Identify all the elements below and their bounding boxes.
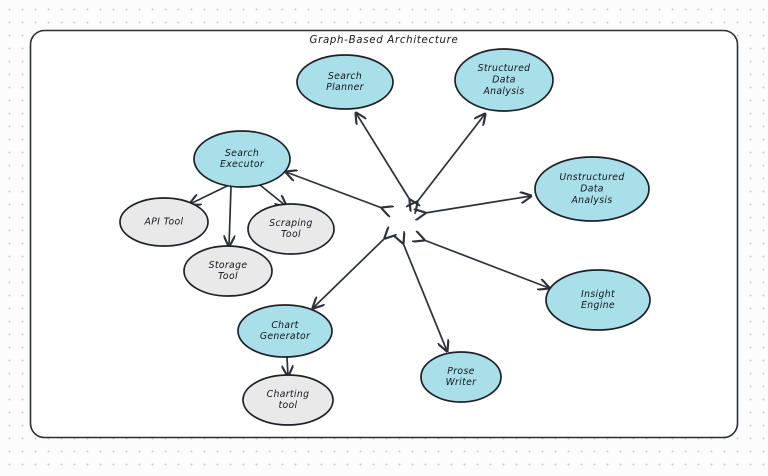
node-shape-prose-writer[interactable] bbox=[420, 351, 502, 403]
node-label-structured-data-analysis: Analysis bbox=[482, 86, 524, 97]
edges-layer bbox=[190, 113, 549, 376]
edge-hub-to-search-executor bbox=[286, 172, 382, 208]
node-shape-insight-engine[interactable] bbox=[545, 269, 651, 331]
node-label-chart-generator: Generator bbox=[260, 331, 311, 342]
node-label-charting-tool: Charting bbox=[267, 389, 310, 400]
node-label-insight-engine: Engine bbox=[581, 300, 615, 311]
edge-hub-to-chart-generator bbox=[313, 238, 385, 308]
node-label-scraping-tool: Tool bbox=[281, 229, 301, 240]
node-shape-search-planner[interactable] bbox=[296, 54, 394, 110]
node-label-structured-data-analysis: Structured bbox=[478, 63, 531, 74]
edge-hub-to-unstructured-data-analysis bbox=[425, 196, 531, 213]
node-label-insight-engine: Insight bbox=[581, 289, 615, 300]
edge-search-executor-to-api-tool bbox=[190, 185, 228, 204]
node-label-storage-tool: Storage bbox=[209, 260, 248, 271]
node-label-search-planner: Planner bbox=[326, 82, 364, 93]
node-shape-chart-generator[interactable] bbox=[237, 304, 333, 358]
node-shape-unstructured-data-analysis[interactable] bbox=[534, 156, 650, 222]
edge-chart-generator-to-charting-tool bbox=[287, 356, 288, 376]
node-label-unstructured-data-analysis: Unstructured bbox=[559, 172, 624, 183]
edge-hub-to-search-planner bbox=[356, 113, 410, 200]
edge-search-executor-to-scraping-tool bbox=[259, 184, 286, 206]
node-label-charting-tool: tool bbox=[278, 400, 297, 411]
node-label-search-planner: Search bbox=[328, 71, 362, 82]
node-shape-structured-data-analysis[interactable] bbox=[454, 48, 554, 112]
node-label-unstructured-data-analysis: Analysis bbox=[570, 195, 612, 206]
node-shape-search-executor[interactable] bbox=[193, 130, 291, 188]
node-label-chart-generator: Chart bbox=[271, 320, 298, 331]
node-label-unstructured-data-analysis: Data bbox=[580, 184, 604, 195]
node-label-api-tool: API Tool bbox=[144, 217, 184, 228]
node-shape-api-tool[interactable] bbox=[119, 197, 209, 247]
edge-hub-to-structured-data-analysis bbox=[417, 114, 485, 202]
diagram-title: Graph-Based Architecture bbox=[309, 35, 458, 46]
node-shape-storage-tool[interactable] bbox=[183, 245, 273, 297]
edge-search-executor-to-storage-tool bbox=[229, 186, 231, 246]
node-shape-scraping-tool[interactable] bbox=[247, 203, 335, 255]
node-label-scraping-tool: Scraping bbox=[269, 218, 313, 229]
node-label-prose-writer: Prose bbox=[447, 366, 474, 377]
node-label-search-executor: Search bbox=[225, 148, 259, 159]
node-label-structured-data-analysis: Data bbox=[492, 75, 516, 86]
node-label-storage-tool: Tool bbox=[218, 271, 238, 282]
edge-hub-to-prose-writer bbox=[403, 243, 447, 351]
node-label-prose-writer: Writer bbox=[446, 377, 478, 388]
nodes-layer: SearchPlannerStructuredDataAnalysisUnstr… bbox=[119, 48, 651, 426]
node-shape-charting-tool[interactable] bbox=[242, 374, 334, 426]
node-api-tool[interactable]: API Tool bbox=[119, 197, 209, 247]
node-label-search-executor: Executor bbox=[220, 159, 265, 170]
